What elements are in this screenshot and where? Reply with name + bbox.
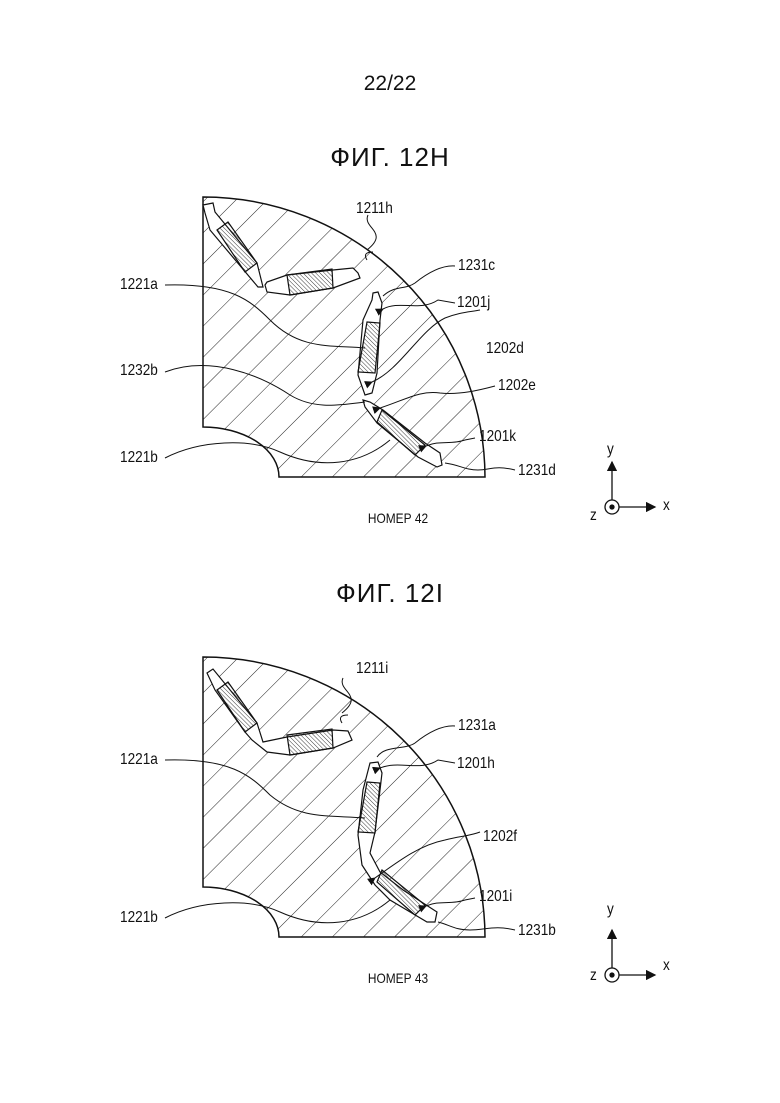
label-1201i: 1201i bbox=[479, 888, 512, 906]
rotor-sector-12i bbox=[165, 657, 655, 982]
label-1231d: 1231d bbox=[518, 462, 556, 480]
axis-label-z-2: z bbox=[590, 967, 597, 985]
label-1201j: 1201j bbox=[457, 294, 490, 312]
figure-caption-12i: НОМЕР 43 bbox=[347, 970, 449, 986]
label-1231b: 1231b bbox=[518, 922, 556, 940]
axis-label-x: x bbox=[663, 497, 670, 515]
figure-caption-12h: НОМЕР 42 bbox=[347, 510, 449, 526]
label-1202f: 1202f bbox=[483, 828, 517, 846]
label-1221b: 1221b bbox=[120, 449, 158, 467]
axis-triad bbox=[605, 462, 655, 514]
axis-label-y: y bbox=[607, 441, 614, 459]
label-1231a: 1231a bbox=[458, 717, 496, 735]
label-1221b-2: 1221b bbox=[120, 909, 158, 927]
rotor-sector-12h bbox=[165, 197, 655, 514]
axis-label-x-2: x bbox=[663, 957, 670, 975]
label-1231c: 1231c bbox=[458, 257, 495, 275]
axis-label-z: z bbox=[590, 507, 597, 525]
label-1221a: 1221a bbox=[120, 276, 158, 294]
label-1232b: 1232b bbox=[120, 362, 158, 380]
label-1202e: 1202e bbox=[498, 377, 536, 395]
label-1201h: 1201h bbox=[457, 755, 495, 773]
axis-triad bbox=[605, 930, 655, 982]
label-1201k: 1201k bbox=[479, 428, 516, 446]
label-1202d: 1202d bbox=[486, 340, 524, 358]
label-1211i: 1211i bbox=[356, 660, 388, 678]
label-1221a-2: 1221a bbox=[120, 751, 158, 769]
label-1211h: 1211h bbox=[356, 200, 393, 218]
axis-label-y-2: y bbox=[607, 901, 614, 919]
